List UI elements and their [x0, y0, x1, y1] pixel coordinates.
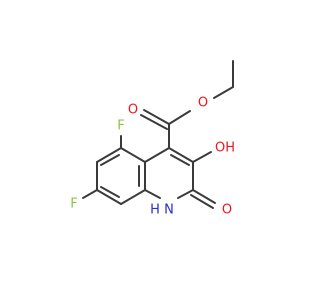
bond-c8-c8a: [120, 189, 146, 205]
bond-n-c8a: [144, 189, 161, 199]
atom-o-ether: O: [198, 96, 208, 111]
atom-o-lactam: O: [222, 203, 232, 218]
atom-nh-h: H: [150, 203, 160, 218]
bond-c2-o-b: [190, 194, 214, 209]
bond-carbonyl-double-a: [143, 109, 170, 125]
bond-c4a-c5: [120, 147, 146, 163]
atom-o-carbonyl: O: [128, 103, 138, 118]
bond-c5-c6: [96, 147, 122, 163]
atom-nh-n: N: [164, 203, 174, 218]
bond-ethyl-ch2-o: [213, 86, 234, 99]
bond-c2-n: [177, 189, 194, 199]
atom-labels: O O OH O H N F F: [70, 96, 235, 218]
bond-c4-c3: [168, 147, 194, 163]
atom-f7: F: [70, 197, 77, 212]
molecule-structure: O O OH O H N F F: [70, 60, 235, 218]
bond-o-carbonyl-c: [168, 110, 191, 125]
bonds: [82, 60, 234, 209]
bond-c7-f: [82, 189, 98, 199]
bond-c3-oh: [192, 151, 212, 163]
bond-c5-c6-inner: [100, 154, 120, 166]
bond-c4-c3-inner: [170, 154, 190, 166]
bond-c7-c8: [96, 189, 122, 205]
bond-c7-c8-inner: [100, 186, 120, 198]
atom-f5: F: [117, 119, 124, 134]
bond-c2-o-a: [192, 189, 216, 204]
atom-hydroxyl: OH: [215, 141, 235, 156]
bond-c4a-c4: [144, 147, 170, 163]
bond-carbonyl-double-b: [140, 114, 168, 130]
